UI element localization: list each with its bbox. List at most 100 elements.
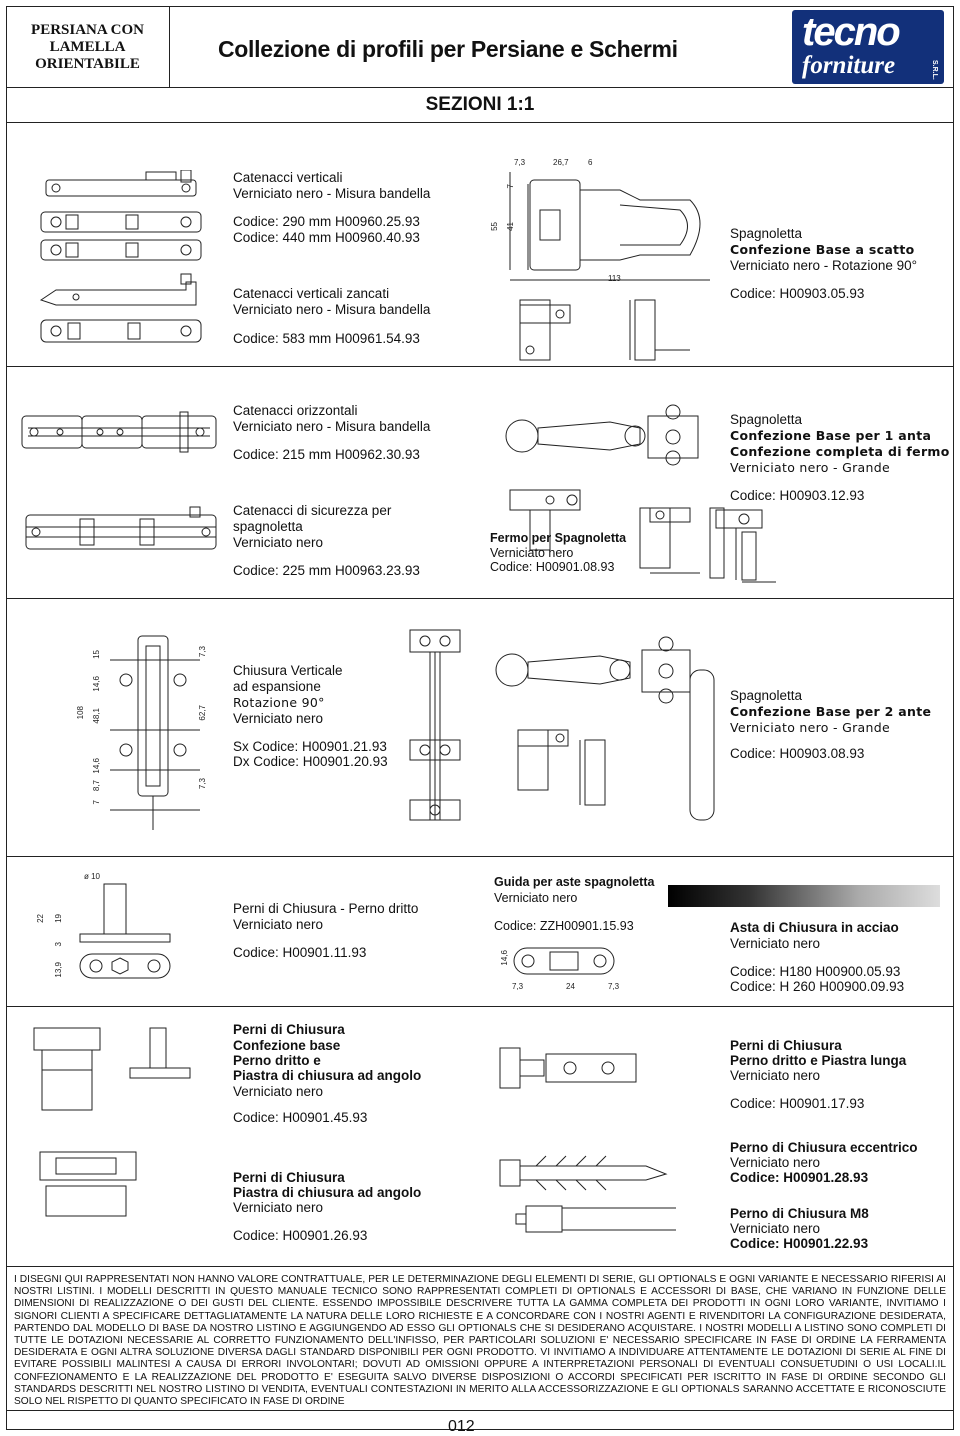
dim-label: 15 — [92, 650, 101, 659]
item-code: Codice: H00901.28.93 — [730, 1170, 869, 1185]
divider — [6, 856, 954, 857]
dim-label: 108 — [76, 706, 85, 720]
vertical-closure-drawing — [110, 635, 200, 830]
section-title: SEZIONI 1:1 — [425, 94, 535, 115]
brand-logo: tecno forniture S.R.L. — [792, 10, 944, 84]
divider — [6, 122, 954, 123]
item-title: Confezione base — [233, 1038, 341, 1053]
item-title: Catenacci orizzontali — [233, 403, 358, 418]
item-finish: Verniciato nero — [730, 1221, 821, 1236]
item-title: Fermo per Spagnoletta — [490, 531, 627, 545]
item-finish: Verniciato nero - Grande — [730, 720, 890, 735]
header-category-line2: LAMELLA ORIENTABILE — [35, 38, 140, 72]
spagnoletta-1-anta-drawing — [505, 404, 725, 579]
item-code: Codice: H00901.45.93 — [233, 1110, 368, 1125]
page-title: Collezione di profili per Persiane e Sch… — [218, 36, 678, 62]
guide-drawing — [513, 947, 615, 975]
dim-label: 8,7 — [92, 780, 101, 792]
item-finish: Verniciato nero - Misura bandella — [233, 302, 431, 317]
page-frame — [6, 6, 954, 1430]
dim-label: 22 — [36, 914, 45, 923]
page-header: PERSIANA CON LAMELLA ORIENTABILE Collezi… — [6, 6, 954, 88]
dim-label: 7,3 — [514, 158, 526, 167]
logo-text-3: S.R.L. — [931, 60, 938, 80]
item-title: Perno dritto e Piastra lunga — [730, 1053, 907, 1068]
item-title: spagnoletta — [233, 519, 303, 534]
item-subtitle: Confezione completa di fermo — [730, 444, 950, 459]
item-title: Rotazione 90° — [233, 695, 325, 710]
logo-text-2: forniture — [802, 52, 896, 79]
item-finish: Verniciato nero - Rotazione 90° — [730, 258, 918, 273]
espansione-rod-drawing — [409, 629, 461, 821]
steel-rod-illustration — [668, 885, 940, 907]
item-title: Perno dritto e — [233, 1053, 321, 1068]
item-code: Codice: 290 mm H00960.25.93 — [233, 214, 420, 229]
dim-label: 24 — [566, 982, 575, 991]
dim-label: 48,1 — [92, 708, 101, 724]
disclaimer-text: I DISEGNI QUI RAPPRESENTATI NON HANNO VA… — [14, 1274, 946, 1408]
item-finish: Verniciato nero - Misura bandella — [233, 419, 431, 434]
spagnoletta-snap-drawing — [509, 172, 710, 361]
item-title: Perni di Chiusura - Perno dritto — [233, 901, 419, 916]
item-finish: Verniciato nero — [730, 1155, 821, 1170]
divider — [6, 1266, 954, 1267]
item-title: Guida per aste spagnoletta — [494, 875, 655, 889]
item-code: Codice: H00901.17.93 — [730, 1096, 865, 1111]
dim-label: 6 — [588, 158, 593, 167]
dim-label: 13,9 — [54, 962, 63, 978]
item-code: Codice: H00901.11.93 — [233, 945, 367, 960]
item-subtitle: Confezione Base per 2 ante — [730, 704, 932, 719]
item-title: Perni di Chiusura — [233, 1170, 345, 1185]
horizontal-bolt-drawing — [21, 411, 217, 453]
item-finish: Verniciato nero — [490, 546, 574, 560]
dim-label: 3 — [54, 942, 63, 947]
item-finish: Verniciato nero — [233, 1200, 324, 1215]
item-title: Spagnoletta — [730, 688, 803, 703]
item-title: Perno di Chiusura eccentrico — [730, 1140, 918, 1155]
divider — [6, 366, 954, 367]
dim-label: 7,3 — [198, 778, 207, 790]
item-code: Codice: 225 mm H00963.23.93 — [233, 563, 420, 578]
dim-label: 14,6 — [92, 676, 101, 692]
item-title: Catenacci verticali zancati — [233, 286, 390, 301]
item-code: Codice: H00903.12.93 — [730, 488, 865, 503]
item-finish: Verniciato nero - Misura bandella — [233, 186, 431, 201]
item-finish: Verniciato nero - Grande — [730, 460, 890, 475]
item-title: Spagnoletta — [730, 412, 803, 427]
item-code: Codice: H00901.22.93 — [730, 1236, 869, 1251]
divider — [6, 598, 954, 599]
item-code: Codice: H00903.08.93 — [730, 746, 865, 761]
item-code: Codice: H00901.08.93 — [490, 560, 615, 574]
item-subtitle: Confezione Base per 1 anta — [730, 428, 932, 443]
pin-long-plate-drawing — [499, 1047, 637, 1089]
spagnoletta-2-ante-drawing — [495, 636, 715, 821]
item-code: Dx Codice: H00901.20.93 — [233, 754, 388, 769]
item-title: Piastra di chiusura ad angolo — [233, 1068, 422, 1083]
item-title: Perni di Chiusura — [730, 1038, 842, 1053]
item-code: Sx Codice: H00901.21.93 — [233, 739, 387, 754]
eccentric-pin-drawing — [499, 1155, 676, 1233]
item-code: Codice: 215 mm H00962.30.93 — [233, 447, 420, 462]
item-code: Codice: H00903.05.93 — [730, 286, 865, 301]
dim-label: 7 — [506, 184, 515, 189]
header-category: PERSIANA CON LAMELLA ORIENTABILE — [6, 6, 170, 88]
item-code: Codice: 583 mm H00961.54.93 — [233, 331, 420, 346]
dim-label: 41 — [506, 222, 515, 231]
safety-bolt-drawing — [25, 506, 217, 550]
plate-angle-drawing — [39, 1151, 137, 1217]
item-code: Codice: H 260 H00900.09.93 — [730, 979, 905, 994]
item-title: Catenacci di sicurezza per — [233, 503, 392, 518]
item-code: Codice: ZZH00901.15.93 — [494, 919, 634, 933]
header-category-line1: PERSIANA CON — [31, 21, 144, 38]
straight-pin-drawing — [79, 883, 171, 979]
item-finish: Verniciato nero — [233, 535, 324, 550]
logo-text-1: tecno — [802, 10, 901, 54]
item-finish: Verniciato nero — [233, 1084, 324, 1099]
item-title: Asta di Chiusura in acciao — [730, 920, 899, 935]
dim-label: 19 — [54, 914, 63, 923]
divider — [6, 1006, 954, 1007]
dim-label: 7,3 — [198, 646, 207, 658]
dim-label: ø 10 — [84, 872, 101, 881]
dim-label: 14,6 — [500, 950, 509, 966]
item-title: Chiusura Verticale — [233, 663, 343, 678]
